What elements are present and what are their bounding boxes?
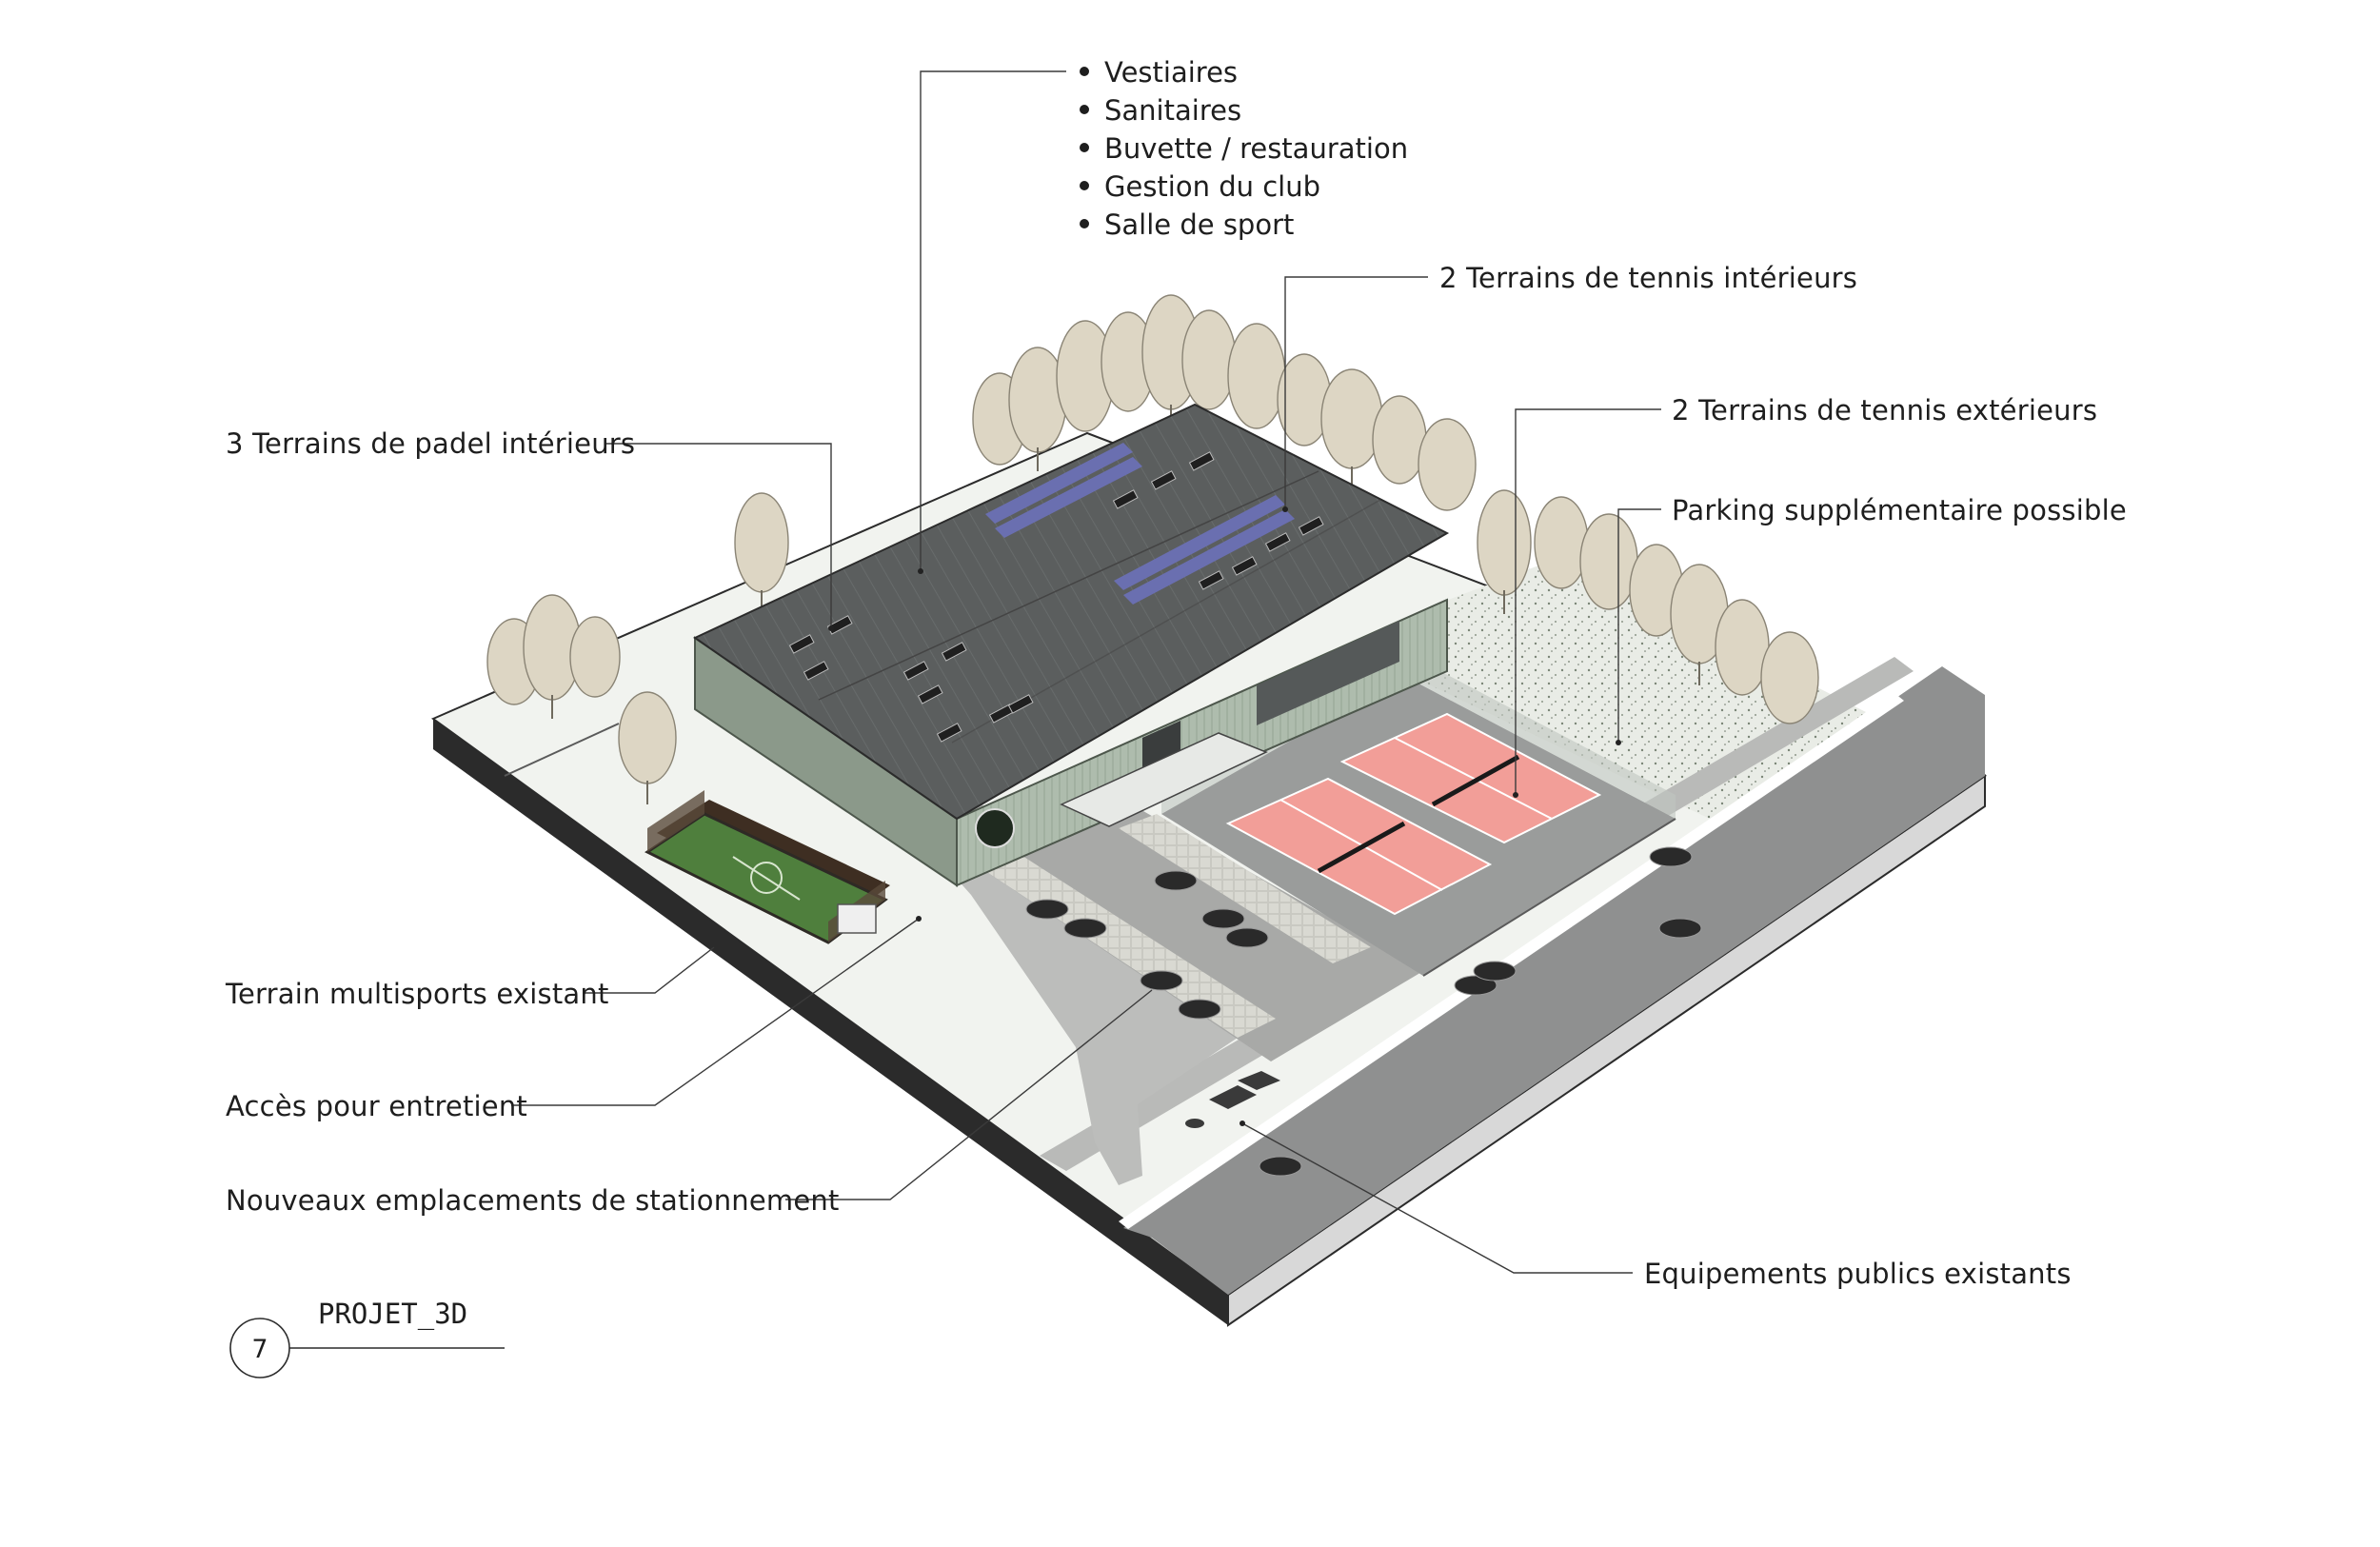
- fences: [504, 723, 1676, 977]
- leader-tennis-indoor: [1284, 276, 1428, 509]
- leader-multisport: [583, 946, 715, 994]
- leader-lines: [511, 70, 1661, 1274]
- label-parking-new: Nouveaux emplacements de stationnement: [226, 1184, 840, 1217]
- leader-public-equip: [1241, 1122, 1633, 1274]
- label-public-equip: Equipements publics existants: [1644, 1258, 2072, 1290]
- cars: [1025, 846, 1702, 1177]
- program-item: Vestiaires: [1104, 56, 1238, 89]
- program-item: Gestion du club: [1104, 170, 1320, 203]
- skylights: [788, 451, 1324, 743]
- program-item: Sanitaires: [1104, 94, 1241, 127]
- parking-lot: [971, 800, 1423, 1061]
- solar-panels-b: [1114, 495, 1285, 590]
- leader-padel: [606, 443, 832, 628]
- label-maintenance: Accès pour entretient: [226, 1090, 527, 1122]
- program-item: Buvette / restauration: [1104, 132, 1408, 165]
- view-title: PROJET_3D: [318, 1298, 467, 1331]
- label-parking-extra: Parking supplémentaire possible: [1672, 494, 2127, 526]
- solar-panels-a: [985, 443, 1133, 524]
- tree-belt: [486, 294, 1819, 784]
- bullet: [1080, 181, 1089, 190]
- leader-program: [920, 70, 1066, 571]
- label-tennis-outdoor: 2 Terrains de tennis extérieurs: [1672, 394, 2097, 426]
- sports-hall: [692, 403, 1450, 887]
- label-padel: 3 Terrains de padel intérieurs: [226, 427, 635, 460]
- view-title-block: 7 PROJET_3D: [229, 1298, 505, 1378]
- bullet: [1080, 143, 1089, 152]
- bullet: [1080, 105, 1089, 114]
- program-item: Salle de sport: [1104, 208, 1294, 241]
- maintenance-access-path: [895, 785, 1238, 1185]
- leader-maintenance: [511, 918, 920, 1106]
- leader-parking-extra: [1617, 508, 1661, 743]
- program-list: Vestiaires Sanitaires Buvette / restaura…: [1080, 56, 1408, 241]
- label-tennis-indoor: 2 Terrains de tennis intérieurs: [1439, 262, 1857, 294]
- leader-parking-new: [785, 989, 1153, 1200]
- multisport-field: [645, 790, 890, 944]
- bullet: [1080, 219, 1089, 228]
- public-equipment: [1185, 1071, 1280, 1128]
- label-multisport: Terrain multisports existant: [225, 978, 609, 1010]
- leader-tennis-outdoor: [1515, 408, 1661, 795]
- bullet: [1080, 67, 1089, 76]
- view-number: 7: [251, 1335, 268, 1364]
